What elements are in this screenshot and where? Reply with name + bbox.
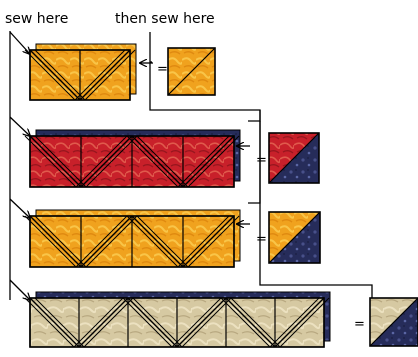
equals-sign-4: = [354, 317, 365, 332]
equals-sign-2: = [256, 153, 267, 168]
strip-set-row-2 [25, 130, 240, 187]
result-block-orange [168, 48, 215, 95]
sew-here-connector [10, 31, 30, 300]
strip-set-row-1 [25, 44, 136, 100]
result-block-orange-navy [269, 212, 320, 263]
equals-sign-1: = [157, 62, 168, 77]
result-block-red-navy [269, 133, 319, 183]
then-sew-here-label: then sew here [115, 11, 215, 27]
strip-set-row-3 [25, 210, 240, 267]
equals-sign-3: = [256, 232, 267, 247]
sew-here-label: sew here [5, 11, 68, 27]
result-block-tan-navy [370, 298, 418, 346]
strip-set-row-4 [25, 292, 330, 347]
